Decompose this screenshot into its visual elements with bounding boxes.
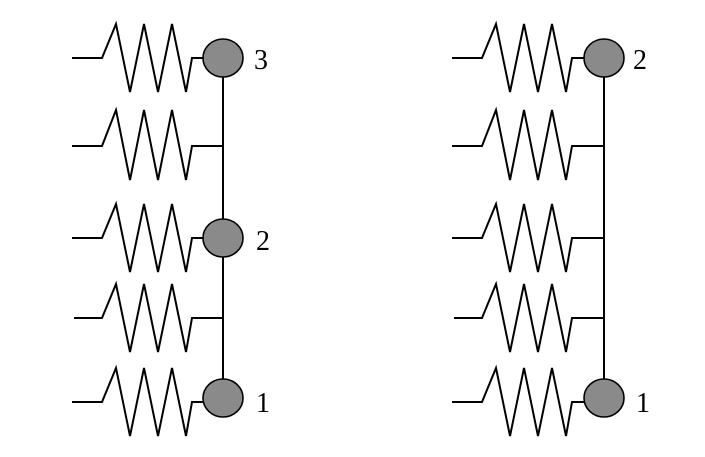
left-spring-4 bbox=[74, 280, 223, 353]
left-node-1-label: 1 bbox=[256, 388, 270, 419]
left-chain: 3 2 1 bbox=[72, 20, 270, 437]
left-spring-2 bbox=[72, 106, 223, 181]
left-spring-1 bbox=[72, 20, 203, 93]
left-spring-3 bbox=[72, 200, 203, 273]
left-node-3-label: 3 bbox=[254, 45, 268, 76]
left-spring-5 bbox=[72, 364, 203, 437]
left-node-2 bbox=[202, 218, 244, 258]
right-node-2-label: 2 bbox=[633, 45, 647, 76]
right-spring-3 bbox=[452, 200, 604, 273]
left-node-3 bbox=[202, 38, 244, 78]
left-node-1 bbox=[202, 378, 244, 418]
right-chain: 2 1 bbox=[452, 20, 650, 437]
right-spring-4 bbox=[454, 280, 604, 353]
right-node-1 bbox=[583, 378, 625, 418]
right-spring-2 bbox=[452, 106, 604, 181]
right-spring-5 bbox=[452, 364, 584, 437]
right-node-1-label: 1 bbox=[636, 388, 650, 419]
right-node-2 bbox=[583, 38, 625, 78]
right-spring-1 bbox=[452, 20, 584, 93]
left-node-2-label: 2 bbox=[256, 226, 270, 257]
